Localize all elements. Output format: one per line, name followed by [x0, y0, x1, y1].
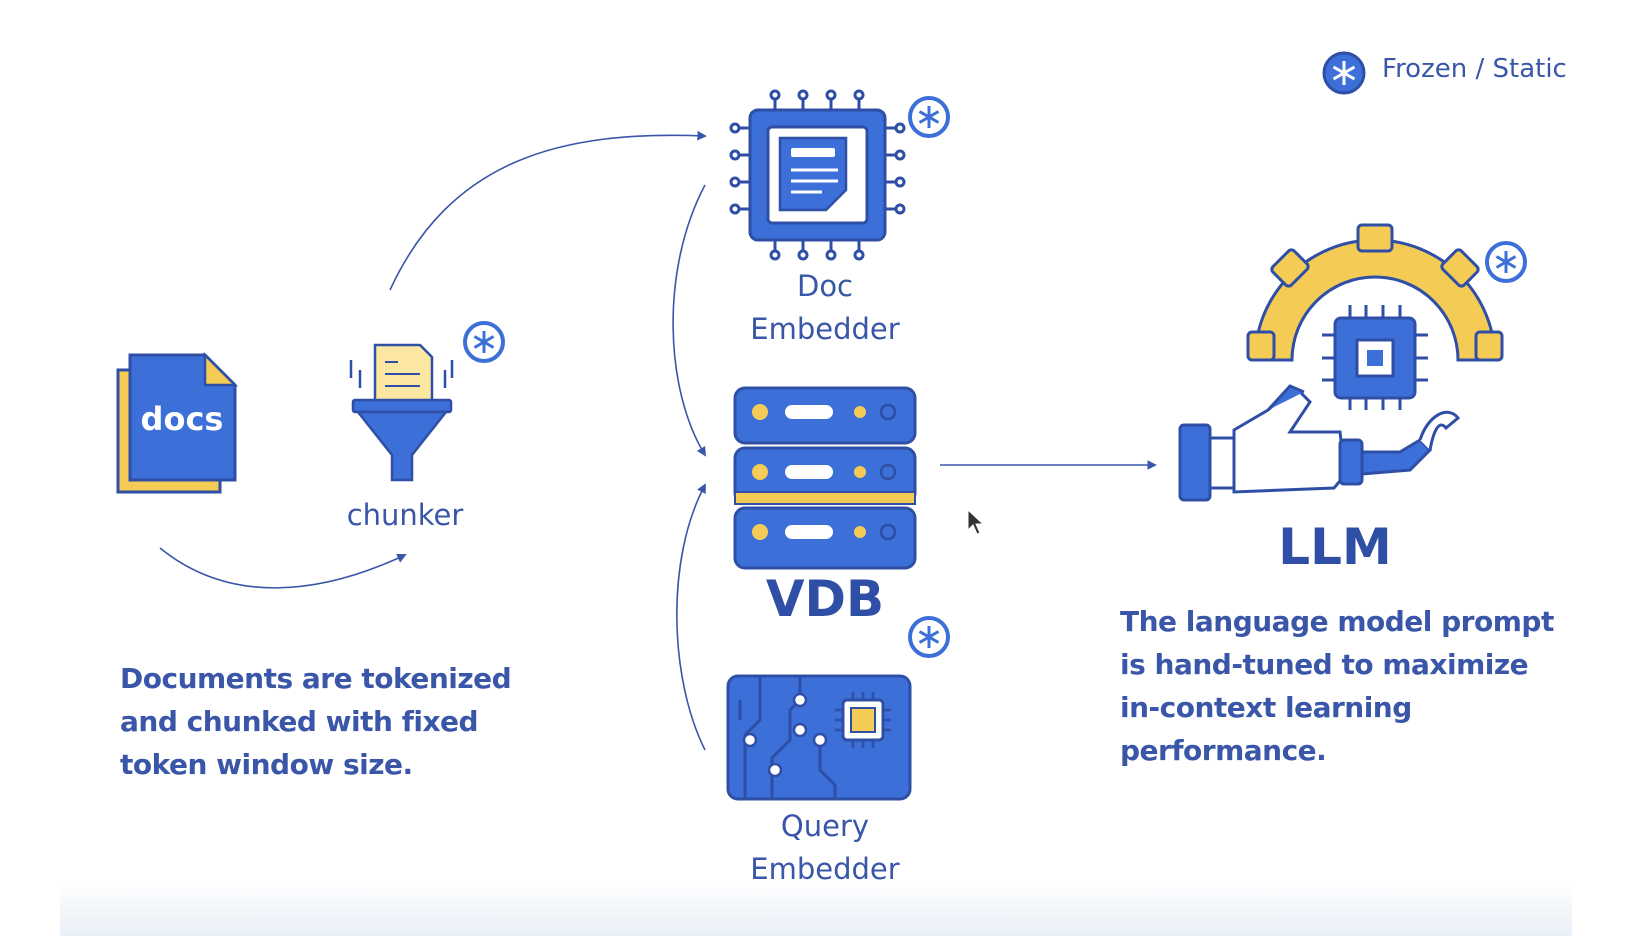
database-server-icon — [733, 386, 917, 570]
robot-hand-gear-icon — [1178, 223, 1504, 502]
chip-document-icon — [729, 89, 906, 261]
arrow-chunker-to-doc-embedder — [389, 130, 707, 291]
funnel-icon — [349, 343, 454, 482]
arrow-query-embedder-to-vdb — [676, 483, 706, 751]
vdb-label: VDB — [765, 570, 885, 628]
snowflake-icon — [908, 616, 950, 658]
doc-embedder-label: Doc Embedder — [750, 269, 900, 346]
bottom-shade — [60, 880, 1572, 936]
docs-icon: docs — [116, 351, 239, 494]
legend-snowflake-icon — [1322, 51, 1366, 95]
llm-label: LLM — [1278, 518, 1392, 576]
circuit-board-icon — [726, 674, 912, 801]
legend-label: Frozen / Static — [1382, 54, 1567, 84]
chunker-label: chunker — [346, 498, 464, 532]
mouse-cursor-icon — [967, 508, 985, 535]
docs-icon-text: docs — [141, 400, 224, 438]
llm-description: The language model prompt is hand-tuned … — [1120, 605, 1554, 767]
arrow-doc-embedder-to-vdb — [672, 184, 707, 457]
snowflake-icon — [463, 321, 505, 363]
arrow-docs-to-chunker — [159, 547, 407, 589]
snowflake-icon — [908, 96, 950, 138]
snowflake-icon — [1485, 241, 1527, 283]
query-embedder-label: Query Embedder — [750, 809, 900, 886]
chunking-description: Documents are tokenized and chunked with… — [120, 662, 512, 781]
